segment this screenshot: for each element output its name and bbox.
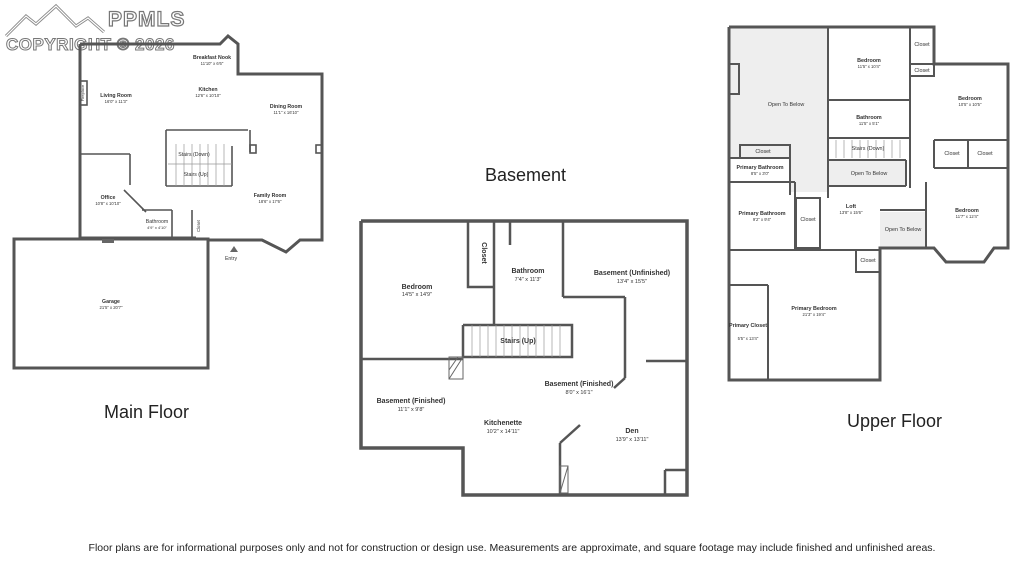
main-room-dims: 12'6" x 10'10" bbox=[195, 93, 221, 98]
main-room-dims: 11'10" x 6'6" bbox=[201, 61, 224, 66]
upper-room-label: Closet bbox=[944, 151, 960, 157]
upper-room-label: Bathroom bbox=[856, 115, 882, 121]
main-room-dims: 11'1" x 16'10" bbox=[274, 110, 299, 115]
main-room-label: Kitchen bbox=[198, 87, 217, 93]
upper-floor-title: Upper Floor bbox=[847, 411, 943, 431]
basement-room-label: Bathroom bbox=[511, 268, 544, 275]
main-room-label: Stairs (Up) bbox=[184, 172, 209, 178]
basement-room-dims: 13'4" x 15'5" bbox=[617, 279, 647, 285]
main-room-label: Garage bbox=[102, 299, 120, 305]
main-room-label: Bathroom bbox=[146, 219, 169, 225]
upper-room-label: Primary Bathroom bbox=[736, 165, 783, 171]
main-room-dims: 18'6" x 17'6" bbox=[259, 199, 282, 204]
upper-room-label: Open To Below bbox=[851, 171, 888, 177]
upper-room-label: Open To Below bbox=[885, 227, 922, 233]
basement-room-dims: 11'1" x 9'8" bbox=[398, 407, 425, 413]
upper-room-dims: 21'3" x 19'4" bbox=[803, 312, 826, 317]
main-room-label: Entry bbox=[225, 256, 238, 262]
upper-room-label: Bedroom bbox=[958, 96, 982, 102]
upper-room-label: Closet bbox=[914, 68, 930, 74]
upper-room-label: Closet bbox=[755, 149, 771, 155]
upper-room-label: Open To Below bbox=[768, 102, 805, 108]
basement-room-label: Stairs (Up) bbox=[500, 338, 535, 345]
basement-room-dims: 7'4" x 11'3" bbox=[515, 277, 542, 283]
upper-room-dims: 5'5" x 13'4" bbox=[738, 336, 759, 341]
upper-room-label: Closet bbox=[977, 151, 993, 157]
main-room-dims: 16'0" x 11'3" bbox=[105, 99, 128, 104]
main-room-label: Breakfast Nook bbox=[193, 55, 231, 61]
main-room-dims: 10'8" x 10'10" bbox=[95, 201, 121, 206]
main-room-label: Dining Room bbox=[270, 104, 303, 110]
upper-room-dims: 11'7" x 12'4" bbox=[956, 214, 979, 219]
basement-room-label: Den bbox=[625, 428, 638, 435]
disclaimer-text: Floor plans are for informational purpos… bbox=[88, 542, 936, 554]
basement-room-label: Basement (Finished) bbox=[377, 398, 446, 405]
upper-room-label: Closet bbox=[914, 42, 930, 48]
basement-room-label: Kitchenette bbox=[484, 420, 522, 427]
upper-room-dims: 13'8" x 15'6" bbox=[840, 210, 863, 215]
basement-room-dims: 13'9" x 13'11" bbox=[616, 437, 649, 443]
main-room-dims: 21'5" x 20'7" bbox=[100, 305, 123, 310]
upper-room-label: Primary Closet bbox=[729, 323, 767, 329]
upper-room-label: Closet bbox=[860, 258, 876, 264]
main-room-label: Stairs (Down) bbox=[178, 152, 210, 158]
main-room-label: Closet bbox=[196, 219, 201, 232]
main-room-label: Living Room bbox=[100, 93, 132, 99]
main-room-label: Fireplace bbox=[80, 84, 85, 101]
basement-room-label: Basement (Finished) bbox=[545, 381, 614, 388]
upper-room-label: Stairs (Down) bbox=[852, 146, 885, 152]
upper-room-dims: 11'5" x 10'4" bbox=[858, 64, 881, 69]
upper-room-label: Loft bbox=[846, 204, 856, 210]
upper-room-dims: 10'5" x 10'5" bbox=[959, 102, 982, 107]
basement-room-label: Bedroom bbox=[402, 284, 433, 291]
basement-room-dims: 8'0" x 16'1" bbox=[565, 390, 592, 396]
upper-room-dims: 11'5" x 5'1" bbox=[859, 121, 880, 126]
main-floor-title: Main Floor bbox=[104, 402, 190, 422]
basement-title: Basement bbox=[485, 165, 567, 185]
upper-room-label: Bedroom bbox=[955, 208, 979, 214]
basement-room-label: Basement (Unfinished) bbox=[594, 270, 670, 277]
basement-room-dims: 10'2" x 14'11" bbox=[487, 429, 520, 435]
upper-room-label: Closet bbox=[800, 217, 816, 223]
basement-room-dims: 14'5" x 14'9" bbox=[402, 292, 432, 298]
upper-room-label: Bedroom bbox=[857, 58, 881, 64]
mountain-logo-icon bbox=[4, 3, 105, 38]
main-room-label: Family Room bbox=[254, 193, 287, 199]
watermark-brand: PPMLS bbox=[107, 7, 186, 31]
upper-room-label: Primary Bathroom bbox=[738, 211, 785, 217]
upper-room-dims: 8'5" x 3'0" bbox=[751, 171, 770, 176]
upper-room-dims: 9'2" x 9'4" bbox=[753, 217, 772, 222]
basement-room-label: Closet bbox=[480, 242, 487, 264]
upper-room-label: Primary Bedroom bbox=[791, 306, 836, 312]
main-room-label: Office bbox=[101, 195, 116, 201]
main-room-dims: 4'9" x 4'10" bbox=[147, 225, 167, 230]
